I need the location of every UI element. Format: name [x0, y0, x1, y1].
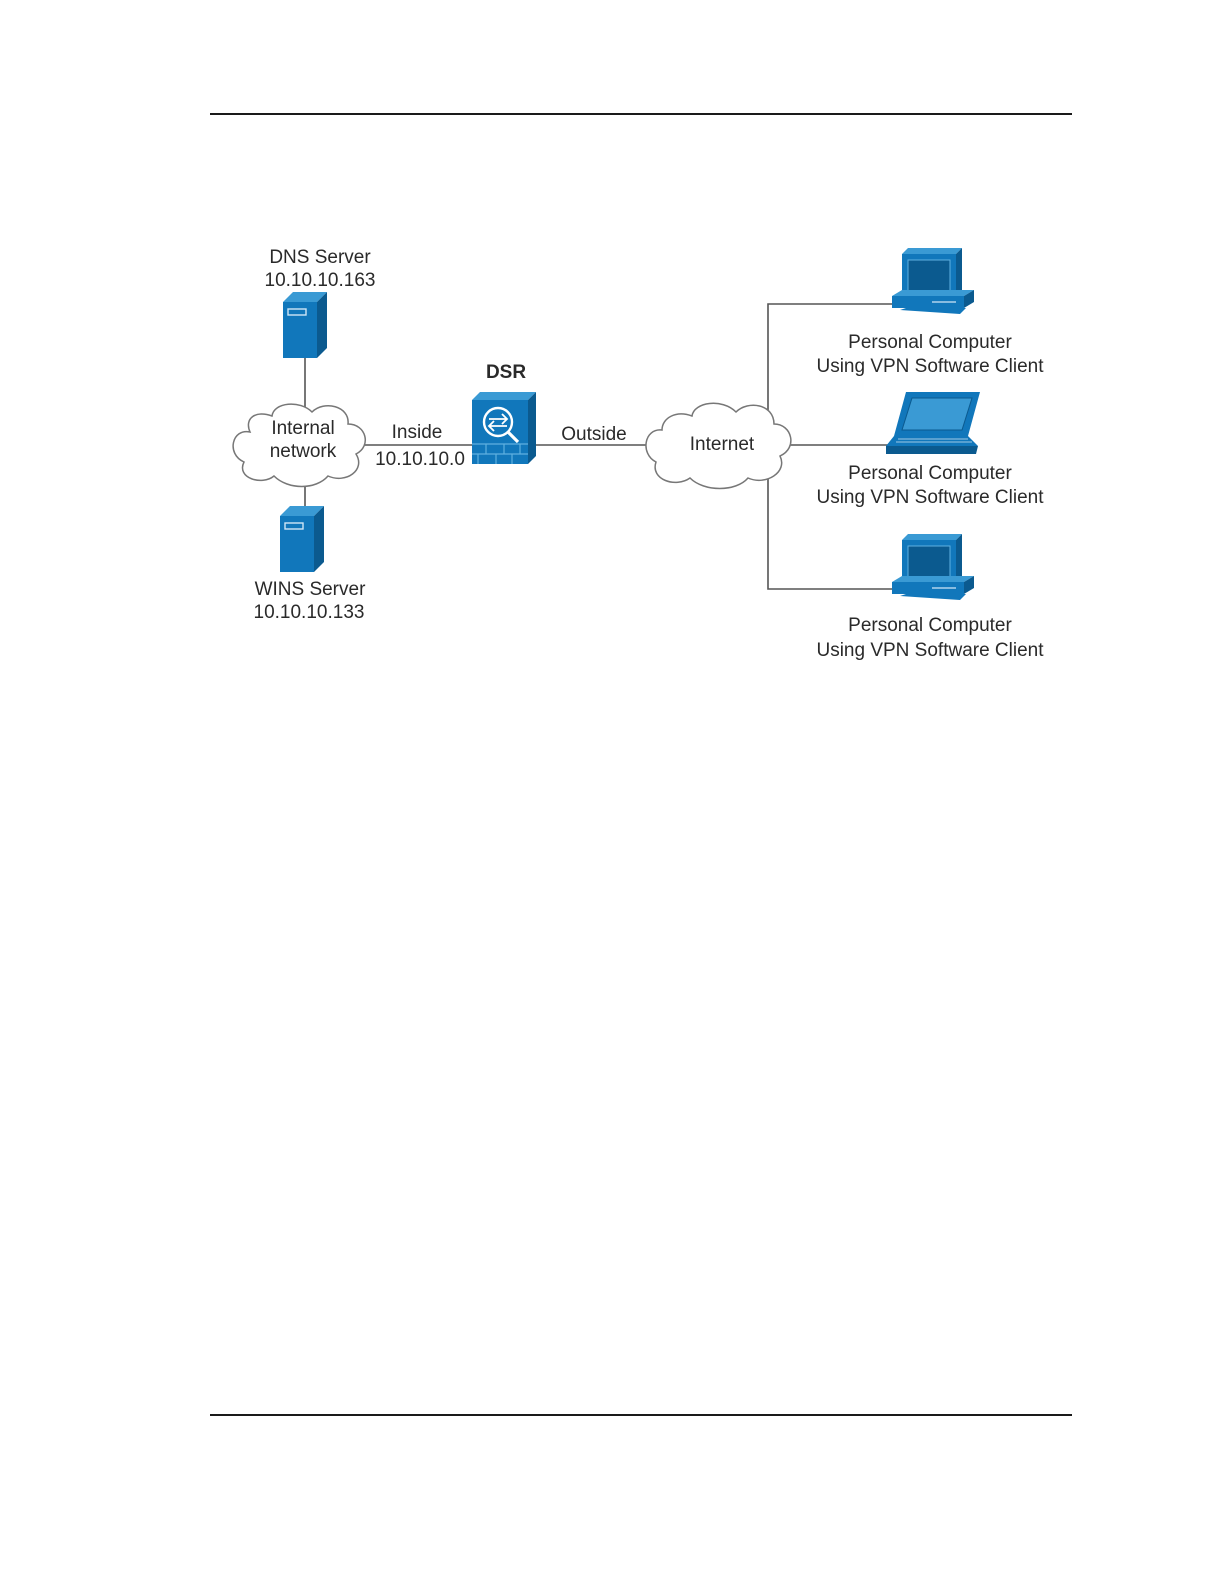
- connection-lines: [305, 304, 892, 589]
- laptop-icon: [886, 392, 980, 454]
- desktop-computer-icon: [892, 248, 974, 314]
- dns-server: DNS Server 10.10.10.163: [265, 247, 376, 358]
- wins-server-ip: 10.10.10.133: [254, 602, 365, 623]
- client-2: Personal Computer Using VPN Software Cli…: [816, 392, 1044, 508]
- server-icon: [280, 506, 324, 572]
- internet: Internet: [646, 403, 791, 488]
- client-3-label-line1: Personal Computer: [848, 615, 1012, 636]
- inside-subnet-label: 10.10.10.0: [375, 449, 465, 470]
- client-1: Personal Computer Using VPN Software Cli…: [816, 248, 1044, 377]
- internal-network-label-line2: network: [270, 441, 337, 462]
- wins-server: WINS Server 10.10.10.133: [254, 506, 367, 623]
- server-icon: [283, 292, 327, 358]
- client-2-label-line2: Using VPN Software Client: [816, 487, 1044, 508]
- firewall-icon: [472, 392, 536, 464]
- client-2-label-line1: Personal Computer: [848, 463, 1012, 484]
- dsr-label: DSR: [486, 362, 526, 383]
- client-3-label-line2: Using VPN Software Client: [816, 640, 1044, 661]
- internet-label: Internet: [690, 434, 755, 455]
- outside-link-label: Outside: [561, 424, 626, 445]
- dsr-device: DSR: [472, 362, 536, 464]
- internal-network-label-line1: Internal: [271, 418, 334, 439]
- wins-server-name: WINS Server: [255, 579, 367, 600]
- client-3: Personal Computer Using VPN Software Cli…: [816, 534, 1044, 661]
- client-1-label-line2: Using VPN Software Client: [816, 356, 1044, 377]
- dns-server-name: DNS Server: [269, 247, 371, 268]
- desktop-computer-icon: [892, 534, 974, 600]
- internal-network: Internal network: [233, 404, 365, 486]
- dns-server-ip: 10.10.10.163: [265, 270, 376, 291]
- inside-link-label: Inside: [392, 422, 443, 443]
- client-1-label-line1: Personal Computer: [848, 332, 1012, 353]
